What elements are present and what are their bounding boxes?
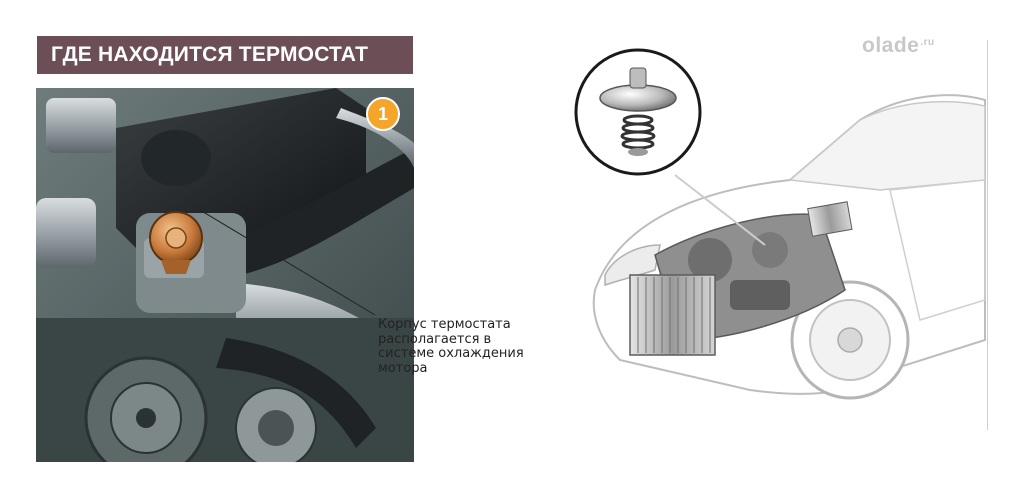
brand-name: olade [862,34,920,57]
callout-line-1: Корпус термостата [378,317,511,332]
brand-logo: olade.ru [862,34,935,58]
callout-text: Корпус термостата располагается в систем… [378,317,548,376]
divider-line [987,40,988,430]
callout-line-3: системе охлаждения [378,346,524,361]
marker-number: 1 [378,104,388,124]
callout-leader-line [200,210,376,316]
engine-illustration [36,88,414,462]
car-illustration [574,48,986,400]
brand-suffix: .ru [920,37,935,48]
marker-badge: 1 [366,97,400,131]
callout-line-2: располагается в [378,331,492,347]
diagram-title: ГДЕ НАХОДИТСЯ ТЕРМОСТАТ [37,36,413,74]
callout-line-4: мотора [378,360,428,376]
